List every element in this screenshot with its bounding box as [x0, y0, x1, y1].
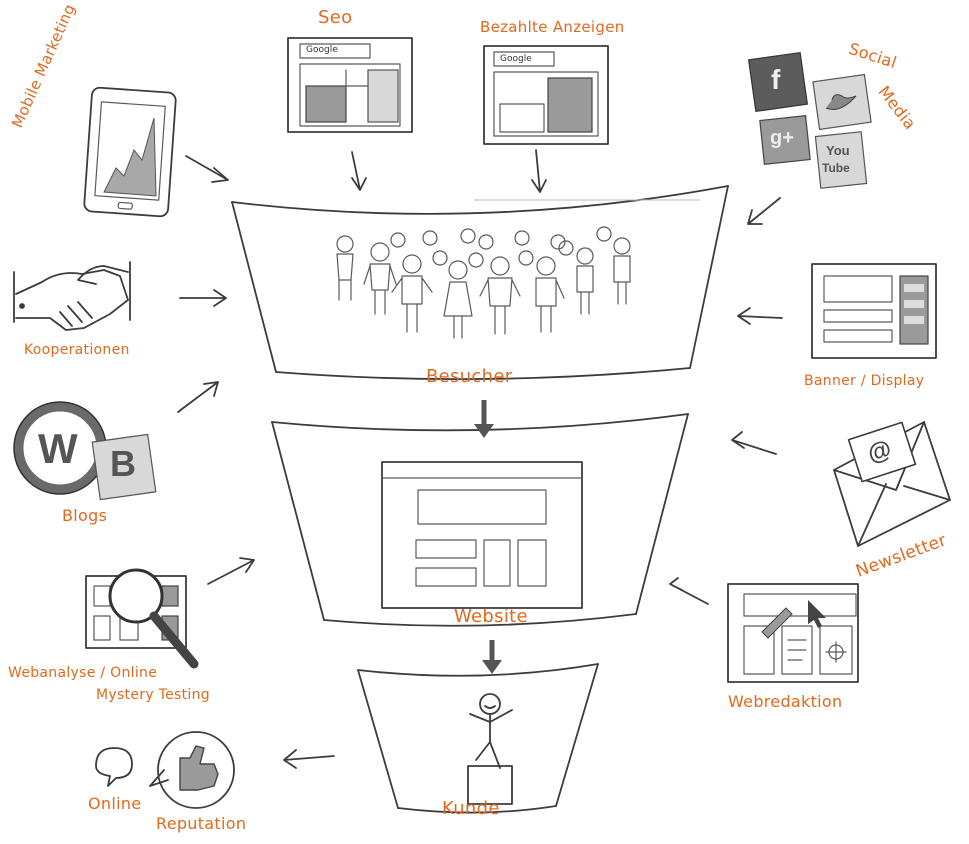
paid-ads-browser-icon — [474, 45, 700, 201]
facebook-f-glyph: f — [771, 64, 781, 95]
blog-b-glyph: B — [110, 443, 136, 484]
down-arrow-icon — [482, 640, 502, 674]
online-reputation-icon — [95, 731, 235, 809]
banner-display-icon — [811, 263, 937, 359]
web-analytics-magnifier-icon — [85, 568, 199, 669]
label-reputation: Reputation — [156, 814, 247, 833]
label-banner-display: Banner / Display — [804, 373, 925, 389]
seo-browser-icon — [287, 37, 413, 133]
newsletter-envelope-icon — [833, 421, 951, 547]
label-online: Online — [88, 794, 142, 813]
label-blogs: Blogs — [62, 506, 108, 525]
crowd-icon — [336, 226, 631, 339]
wordpress-w-glyph: W — [38, 425, 78, 472]
funnel-bottom-rim — [357, 663, 599, 677]
facebook-icon — [747, 51, 809, 113]
funnel — [231, 185, 729, 814]
google-ads-text: Google — [500, 54, 532, 64]
website-wireframe-icon — [381, 461, 583, 609]
youtube-tube-glyph: Tube — [822, 161, 850, 175]
social-media-icons — [747, 51, 872, 189]
label-cooperations: Kooperationen — [24, 342, 130, 358]
youtube-you-glyph: You — [826, 143, 850, 158]
wordpress-blog-icon — [13, 401, 157, 501]
funnel-top-rim — [231, 185, 729, 215]
inbound-arrows — [177, 149, 783, 769]
mobile-phone-icon — [83, 86, 177, 218]
label-web-editing: Webredaktion — [728, 692, 843, 711]
google-seo-text: Google — [306, 45, 338, 55]
handshake-icon — [13, 261, 131, 331]
label-web-analytics-2: Mystery Testing — [96, 687, 210, 703]
label-website: Website — [454, 606, 528, 627]
google-plus-glyph: g+ — [770, 127, 794, 149]
youtube-icon — [814, 131, 868, 189]
label-visitors: Besucher — [426, 366, 513, 387]
web-editing-icon — [727, 583, 859, 683]
label-customer: Kunde — [442, 798, 500, 819]
label-paid-ads: Bezahlte Anzeigen — [480, 18, 625, 36]
google-plus-icon — [759, 115, 811, 165]
down-arrow-icon — [474, 400, 494, 438]
label-seo: Seo — [318, 7, 353, 28]
label-web-analytics-1: Webanalyse / Online — [8, 665, 158, 681]
customer-figure-icon — [467, 693, 513, 805]
